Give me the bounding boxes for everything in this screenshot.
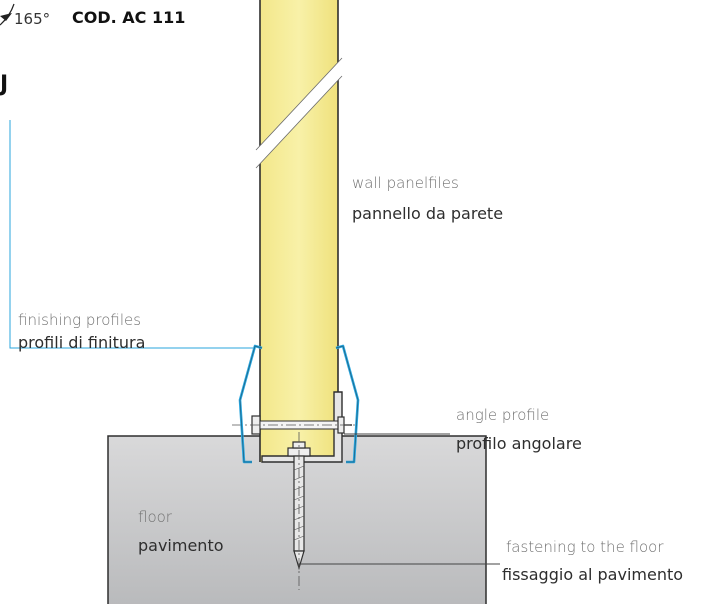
fastening-label-en: fastening to the floor <box>506 538 664 556</box>
wall-panel-label-it: pannello da parete <box>352 204 504 223</box>
finishing-profiles-outline <box>239 345 359 463</box>
angle-value: 165° <box>14 10 51 28</box>
wall-panel <box>255 0 343 462</box>
finishing-profiles-label-it: profili di finitura <box>18 333 146 352</box>
angle-profile <box>261 391 343 463</box>
wall-panel-label-en: wall panelfiles <box>352 174 459 192</box>
fastening-label-it: fissaggio al pavimento <box>502 565 684 584</box>
leader-lines <box>9 120 500 565</box>
angle-arrow-icon <box>0 3 15 26</box>
floor-label-it: pavimento <box>138 536 224 555</box>
product-code: COD. AC 111 <box>72 8 186 27</box>
angle-profile-label-en: angle profile <box>456 406 550 424</box>
horizontal-bolt <box>232 415 358 435</box>
angle-profile-label-it: profilo angolare <box>456 434 582 453</box>
floor-label-en: floor <box>138 508 172 526</box>
figure-letter: J <box>0 72 9 97</box>
finishing-profiles-label-en: finishing profiles <box>18 311 142 329</box>
